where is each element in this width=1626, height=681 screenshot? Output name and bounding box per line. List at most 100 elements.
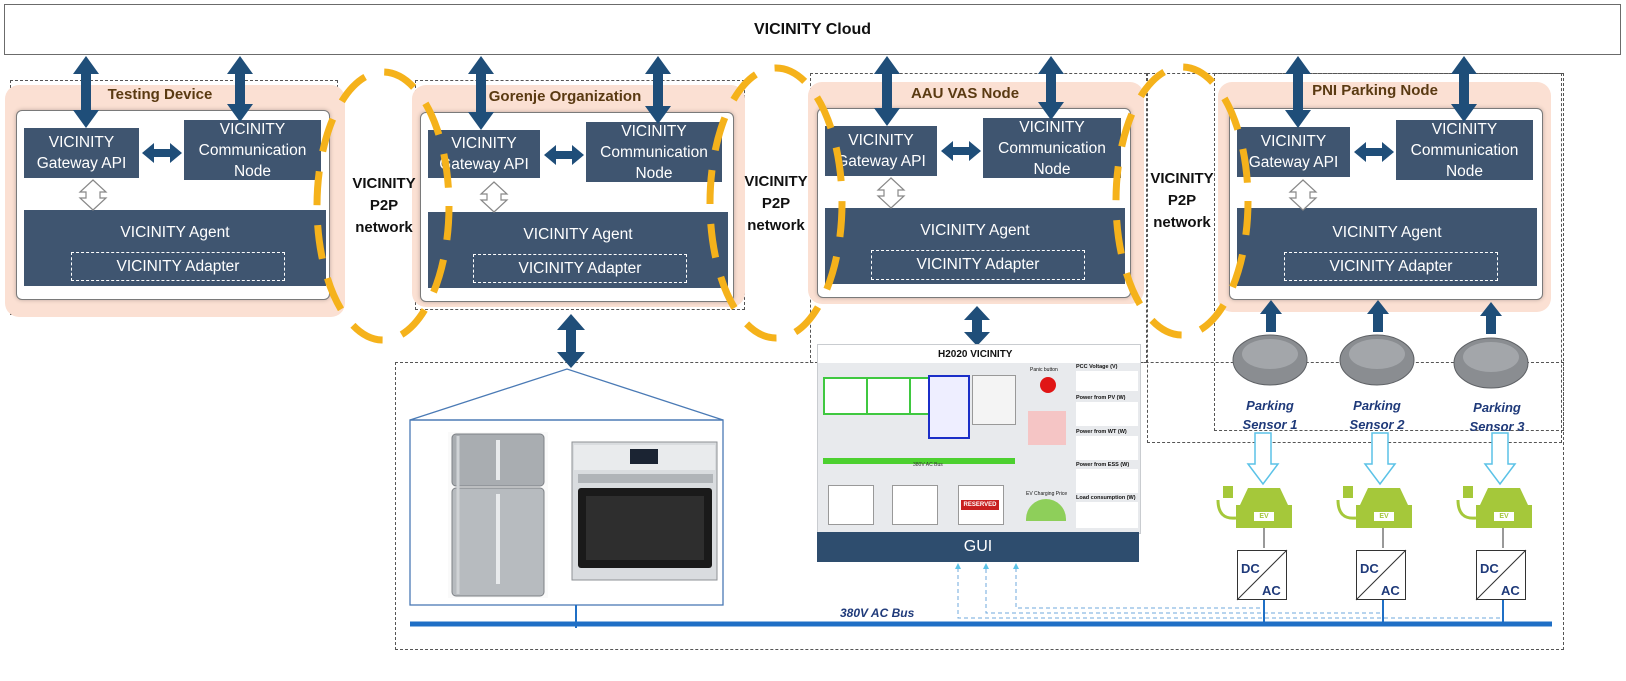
sensor-line2: Sensor 2 xyxy=(1349,417,1405,432)
panic-label: Panic button xyxy=(1030,367,1058,373)
dc-label: DC xyxy=(1241,561,1260,576)
cloud-arrow-2 xyxy=(227,56,253,122)
ac-label: AC xyxy=(1381,583,1400,598)
p2p-label-3: VICINITY P2P network xyxy=(1144,168,1220,234)
panic-button[interactable] xyxy=(1040,377,1056,393)
ev-chargers xyxy=(1216,486,1532,528)
adapter-pni: VICINITY Adapter xyxy=(1284,252,1498,281)
signal-lines xyxy=(955,563,1500,619)
vicinity-cloud: VICINITY Cloud xyxy=(4,4,1621,55)
gateway-api-aau: VICINITY Gateway API xyxy=(825,126,937,176)
agent-aau: VICINITY Agent xyxy=(825,208,1125,284)
internal-arrow-3 xyxy=(876,177,906,209)
charging-price-label: EV Charging Price xyxy=(1026,491,1068,497)
p2p-line3: network xyxy=(1153,214,1211,231)
sensor-to-ev-arrows xyxy=(1246,432,1517,486)
comm-node-aau: VICINITY Communication Node xyxy=(983,118,1121,178)
dcac-converter-1: DC AC xyxy=(1237,550,1287,600)
p2p-label-2: VICINITY P2P network xyxy=(738,171,814,237)
h-arrow-4 xyxy=(1354,142,1394,162)
sensor-line1: Parking xyxy=(1473,400,1521,415)
comm-node-label: VICINITY Communication Node xyxy=(998,118,1106,178)
adapter-testing: VICINITY Adapter xyxy=(71,252,285,281)
cloud-arrow-5 xyxy=(874,56,900,126)
internal-arrow-4 xyxy=(1288,179,1318,211)
wind-turbine xyxy=(866,377,912,415)
wt-chart-title: Power from WT (W) xyxy=(1076,429,1127,435)
p2p-ring-2 xyxy=(706,64,846,342)
p2p-label-1: VICINITY P2P network xyxy=(346,173,422,239)
ac-label: AC xyxy=(1262,583,1281,598)
converter-links xyxy=(1263,528,1504,548)
pv-chart xyxy=(1076,402,1138,426)
dc-label: DC xyxy=(1360,561,1379,576)
agent-pni: VICINITY Agent xyxy=(1237,208,1537,286)
cloud-label: VICINITY Cloud xyxy=(753,20,872,38)
gateway-api-pni: VICINITY Gateway API xyxy=(1237,127,1350,177)
adapter-label: VICINITY Adapter xyxy=(116,257,240,275)
agent-label: VICINITY Agent xyxy=(920,222,1030,239)
node-title-pni: PNI Parking Node xyxy=(1312,82,1438,99)
comm-node-pni: VICINITY Communication Node xyxy=(1396,120,1533,180)
dcac-converter-2: DC AC xyxy=(1356,550,1406,600)
sensor-line2: Sensor 1 xyxy=(1242,417,1298,432)
house-arrow xyxy=(557,314,585,368)
gateway-api-label: VICINITY Gateway API xyxy=(1248,133,1339,171)
gateway-api-label: VICINITY Gateway API xyxy=(836,132,926,170)
ess-chart-title: Power from ESS (W) xyxy=(1076,462,1130,468)
p2p-ring-1 xyxy=(313,68,453,344)
internal-arrow-2 xyxy=(479,181,509,213)
gui-ac-bus-label: 380V AC Bus xyxy=(913,462,943,468)
fridge-image xyxy=(448,432,548,598)
p2p-line3: network xyxy=(355,219,413,236)
ac-label: AC xyxy=(1501,583,1520,598)
parking-slot-2 xyxy=(892,485,938,525)
comm-node-label: VICINITY Communication Node xyxy=(198,120,307,180)
adapter-label: VICINITY Adapter xyxy=(518,259,642,277)
cloud-arrow-8 xyxy=(1451,56,1477,122)
sensor-arrow-2 xyxy=(1367,300,1389,332)
adapter-aau: VICINITY Adapter xyxy=(871,250,1085,280)
dc-label: DC xyxy=(1480,561,1499,576)
p2p-line2: P2P xyxy=(369,197,399,214)
sensor-line1: Parking xyxy=(1353,398,1401,413)
ev-charger-3 xyxy=(1456,486,1532,528)
p2p-line2: P2P xyxy=(1167,192,1197,209)
load-chart xyxy=(1076,502,1138,528)
comm-node-gorenje: VICINITY Communication Node xyxy=(586,122,722,182)
p2p-line2: P2P xyxy=(761,195,791,212)
p2p-line3: network xyxy=(747,217,805,234)
house xyxy=(409,368,724,606)
parking-sensors xyxy=(1232,334,1529,389)
node-title-gorenje: Gorenje Organization xyxy=(488,88,642,105)
gui-arrow xyxy=(964,306,990,346)
agent-label: VICINITY Agent xyxy=(120,224,230,241)
pcc-chart xyxy=(1076,371,1138,391)
gui-screenshot: H2020 VICINITY 380V AC Bus RESERVED Pani… xyxy=(817,344,1141,534)
parking-slot-1 xyxy=(828,485,874,525)
gui-header xyxy=(818,345,1140,363)
gateway-api-testing: VICINITY Gateway API xyxy=(24,128,139,178)
h-arrow-3 xyxy=(941,141,981,161)
internal-arrow-1 xyxy=(78,179,108,211)
comm-node-testing: VICINITY Communication Node xyxy=(184,120,321,180)
gui-fridge xyxy=(928,375,970,439)
h-arrow-1 xyxy=(142,143,182,163)
comm-node-label: VICINITY Communication Node xyxy=(1410,120,1519,180)
soc-gauge xyxy=(1028,411,1066,445)
gui-ac-bus xyxy=(823,458,1015,464)
cloud-arrow-6 xyxy=(1038,56,1064,120)
sensor-arrow-1 xyxy=(1260,300,1282,332)
ac-bus-label: 380V AC Bus xyxy=(840,606,915,620)
gui-title: H2020 VICINITY xyxy=(938,349,1013,360)
ev-tag-3: EV xyxy=(1499,513,1509,520)
p2p-line1: VICINITY xyxy=(352,175,416,192)
cloud-arrow-4 xyxy=(645,56,671,124)
gateway-api-label: VICINITY Gateway API xyxy=(36,134,127,172)
oven-image xyxy=(571,441,718,581)
comm-node-label: VICINITY Communication Node xyxy=(600,122,708,182)
p2p-ring-3 xyxy=(1112,63,1252,339)
